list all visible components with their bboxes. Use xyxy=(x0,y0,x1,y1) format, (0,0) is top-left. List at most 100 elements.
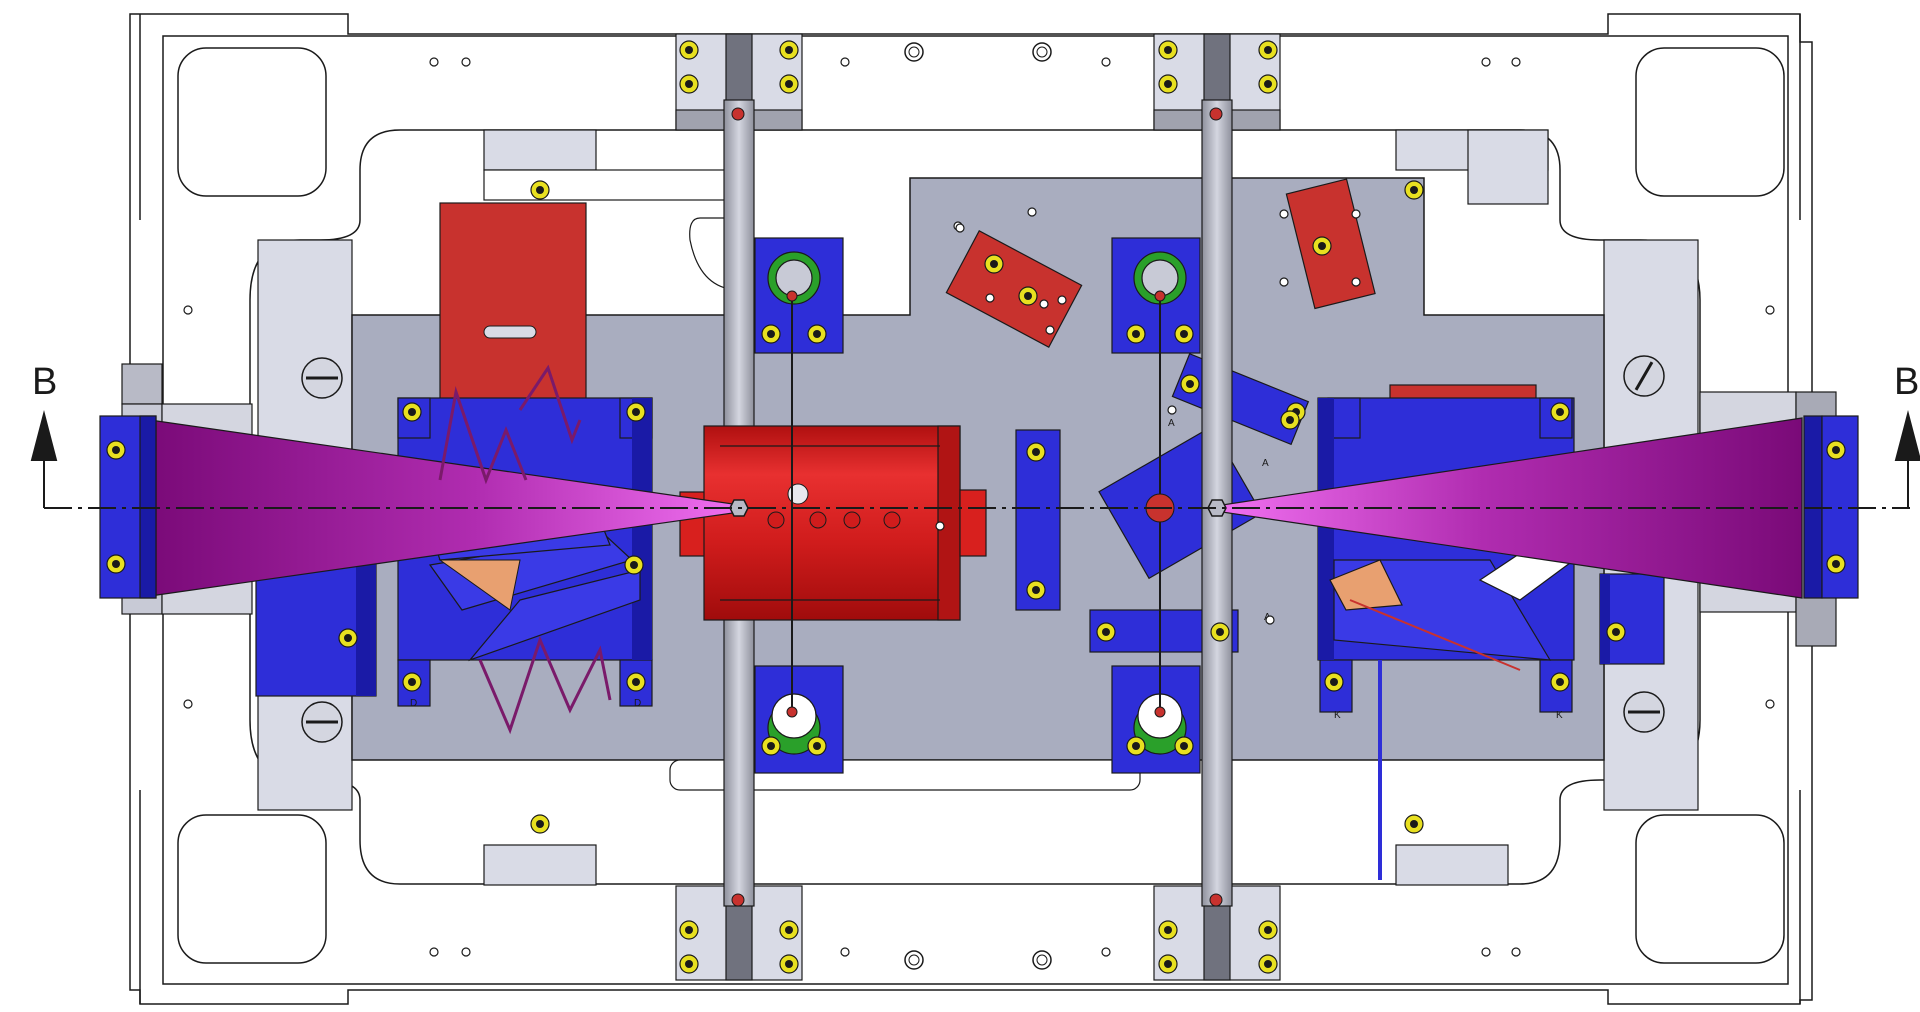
tag-d-1: D xyxy=(410,698,417,709)
screw-icon xyxy=(1312,236,1332,256)
slotted-screw-icon xyxy=(301,701,343,743)
hole-icon xyxy=(429,947,439,957)
screw-icon xyxy=(1158,40,1178,60)
slotted-screws xyxy=(301,355,1665,743)
screw-icon xyxy=(1826,554,1846,574)
spring-wires xyxy=(438,364,1382,880)
screw-icon xyxy=(1096,622,1116,642)
hole-icon xyxy=(955,223,965,233)
left-orange-wedge xyxy=(438,559,521,611)
hole-icon xyxy=(985,293,995,303)
hole-icon xyxy=(1481,947,1491,957)
hole-icon xyxy=(840,57,850,67)
screw-icon xyxy=(1280,410,1300,430)
screw-heads xyxy=(106,40,1846,974)
mounting-holes xyxy=(183,42,1775,970)
hole-icon xyxy=(1765,699,1775,709)
slotted-screw-icon xyxy=(1623,355,1665,397)
hole-icon xyxy=(1511,947,1521,957)
section-label-right: B xyxy=(1894,361,1919,403)
screw-icon xyxy=(1258,920,1278,940)
screw-icon xyxy=(1158,954,1178,974)
hole-icon xyxy=(840,947,850,957)
hole-icon xyxy=(1279,209,1289,219)
screw-icon xyxy=(1174,324,1194,344)
hole-icon xyxy=(1765,305,1775,315)
screw-icon xyxy=(1550,672,1570,692)
hole-icon xyxy=(1057,295,1067,305)
screw-icon xyxy=(106,440,126,460)
hole-icon xyxy=(183,305,193,315)
screw-icon xyxy=(1404,180,1424,200)
hole-icon xyxy=(183,699,193,709)
hole-icon xyxy=(935,521,945,531)
screw-icon xyxy=(530,814,550,834)
section-arrow-left xyxy=(30,410,58,508)
screw-icon xyxy=(984,254,1004,274)
section-label-left: B xyxy=(32,361,57,403)
screw-icon xyxy=(106,554,126,574)
red-pins xyxy=(731,107,1223,907)
screw-icon xyxy=(1258,40,1278,60)
hole-icon xyxy=(461,947,471,957)
screw-icon xyxy=(779,40,799,60)
screw-icon xyxy=(1158,74,1178,94)
frame-corner-pads xyxy=(177,47,1785,964)
hole-icon xyxy=(1351,277,1361,287)
tag-k-2: K xyxy=(1556,710,1563,721)
slotted-screw-icon xyxy=(1623,691,1665,733)
screw-icon xyxy=(1126,736,1146,756)
screw-icon xyxy=(1324,672,1344,692)
tag-k-1: K xyxy=(1334,710,1341,721)
large-hole-icon xyxy=(904,42,924,62)
screw-icon xyxy=(338,628,358,648)
tag-a-1: A xyxy=(1168,418,1175,429)
screw-icon xyxy=(402,402,422,422)
screw-icon xyxy=(679,954,699,974)
red-block-slot xyxy=(483,325,537,339)
screw-icon xyxy=(624,555,644,575)
hole-icon xyxy=(1027,207,1037,217)
hole-icon xyxy=(1351,209,1361,219)
screw-icon xyxy=(779,74,799,94)
screw-icon xyxy=(1550,402,1570,422)
hole-icon xyxy=(1279,277,1289,287)
screw-icon xyxy=(530,180,550,200)
screw-icon xyxy=(1174,736,1194,756)
screw-icon xyxy=(1210,622,1230,642)
screw-icon xyxy=(679,74,699,94)
screw-icon xyxy=(1258,74,1278,94)
hole-icon xyxy=(429,57,439,67)
slotted-screw-icon xyxy=(301,357,343,399)
screw-icon xyxy=(779,920,799,940)
hole-icon xyxy=(1511,57,1521,67)
hole-icon xyxy=(1045,325,1055,335)
screw-icon xyxy=(1606,622,1626,642)
tag-a-2: A xyxy=(1262,458,1269,469)
tag-d-2: D xyxy=(634,698,641,709)
screw-icon xyxy=(761,736,781,756)
section-arrow-right xyxy=(1894,410,1920,508)
screw-icon xyxy=(626,402,646,422)
hole-icon xyxy=(1265,615,1275,625)
screw-icon xyxy=(1158,920,1178,940)
screw-icon xyxy=(626,672,646,692)
hole-icon xyxy=(1481,57,1491,67)
screw-icon xyxy=(1018,286,1038,306)
hole-icon xyxy=(1167,405,1177,415)
screw-icon xyxy=(1258,954,1278,974)
screw-icon xyxy=(779,954,799,974)
screw-icon xyxy=(1826,440,1846,460)
large-hole-icon xyxy=(904,950,924,970)
large-hole-icon xyxy=(1032,42,1052,62)
hole-icon xyxy=(461,57,471,67)
hole-icon xyxy=(1101,57,1111,67)
screw-icon xyxy=(679,40,699,60)
screw-icon xyxy=(679,920,699,940)
screw-icon xyxy=(807,324,827,344)
hole-icon xyxy=(1039,299,1049,309)
screw-icon xyxy=(761,324,781,344)
screw-icon xyxy=(1180,374,1200,394)
